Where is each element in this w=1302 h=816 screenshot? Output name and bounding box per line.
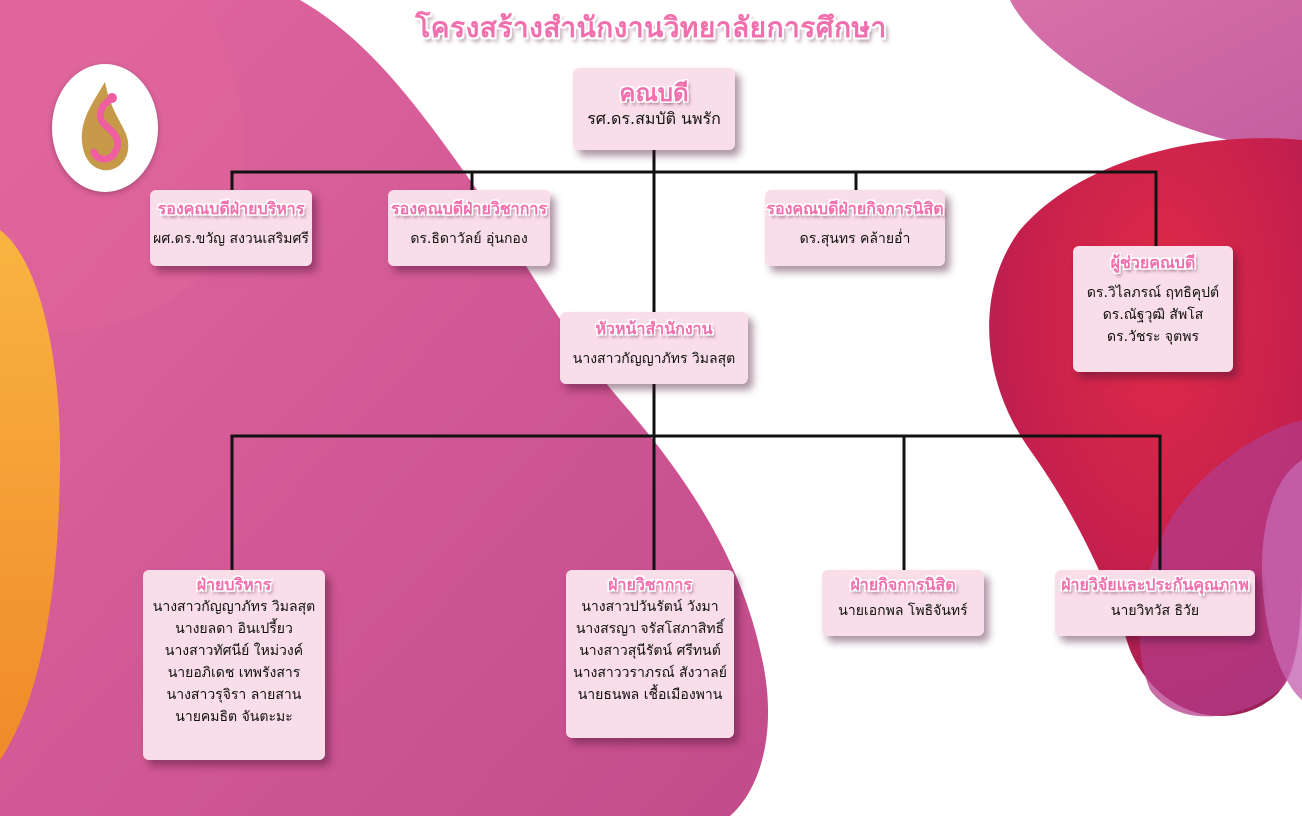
division-admin-box: ฝ่ายบริหาร นางสาวกัญญาภัทร วิมลสุต นางยล… [143, 570, 325, 760]
dean-name: รศ.ดร.สมบัติ นพรัก [587, 109, 721, 128]
staff-name: นางสรญา จรัสโสภาสิทธิ์ [575, 621, 725, 637]
assistant-dean-name: ดร.วัชระ จุตพร [1107, 329, 1199, 345]
dean-box: คณบดี รศ.ดร.สมบัติ นพรัก [573, 68, 735, 150]
division-title: ฝ่ายกิจการนิสิต [850, 575, 956, 594]
deputy-admin-box: รองคณบดีฝ่ายบริหาร ผศ.ดร.ขวัญ สงวนเสริมศ… [150, 190, 312, 266]
division-title: ฝ่ายวิชาการ [608, 575, 692, 594]
assistant-dean-name: ดร.วิไลภรณ์ ฤทธิคุปต์ [1086, 285, 1220, 301]
staff-name: นางสาวรุจิรา ลายสาน [166, 687, 302, 703]
assistant-dean-title: ผู้ช่วยคณบดี [1110, 253, 1196, 272]
division-student-affairs-box: ฝ่ายกิจการนิสิต นายเอกพล โพธิจันทร์ [822, 570, 984, 636]
deputy-name: ดร.สุนทร คล้ายอ่ำ [799, 231, 911, 247]
deputy-name: ดร.ธิดาวัลย์ อุ่นกอง [410, 231, 528, 247]
deputy-title: รองคณบดีฝ่ายกิจการนิสิต [766, 199, 944, 218]
staff-name: นางสาวสุนีรัตน์ ศรีทนต์ [579, 643, 721, 659]
staff-name: นายธนพล เชื้อเมืองพาน [577, 687, 723, 703]
staff-name: นางสาวกัญญาภัทร วิมลสุต [152, 599, 316, 615]
division-title: ฝ่ายบริหาร [196, 575, 272, 594]
staff-name: นางสาวทัศนีย์ ใหม่วงค์ [164, 643, 304, 659]
division-academic-box: ฝ่ายวิชาการ นางสาวปวันรัตน์ วังมา นางสรญ… [566, 570, 734, 738]
division-title: ฝ่ายวิจัยและประกันคุณภาพ [1061, 575, 1249, 594]
office-head-name: นางสาวกัญญาภัทร วิมลสุต [572, 351, 736, 367]
assistant-dean-box: ผู้ช่วยคณบดี ดร.วิไลภรณ์ ฤทธิคุปต์ ดร.ณั… [1073, 246, 1233, 372]
dean-title: คณบดี [619, 79, 689, 107]
office-head-box: หัวหน้าสำนักงาน นางสาวกัญญาภัทร วิมลสุต [560, 312, 748, 384]
chart-title: โครงสร้างสำนักงานวิทยาลัยการศึกษา [415, 11, 887, 44]
staff-name: นายอภิเดช เทพรังสาร [167, 665, 301, 681]
staff-name: นายวิทวัส ธิวัย [1110, 603, 1200, 619]
staff-name: นายเอกพล โพธิจันทร์ [838, 603, 968, 619]
college-logo [52, 64, 158, 192]
deputy-name: ผศ.ดร.ขวัญ สงวนเสริมศรี [153, 231, 309, 247]
deputy-student-affairs-box: รองคณบดีฝ่ายกิจการนิสิต ดร.สุนทร คล้ายอ่… [765, 190, 945, 266]
deputy-title: รองคณบดีฝ่ายบริหาร [157, 199, 305, 218]
deputy-academic-box: รองคณบดีฝ่ายวิชาการ ดร.ธิดาวัลย์ อุ่นกอง [388, 190, 550, 266]
staff-name: นายคมธิต จันตะมะ [175, 709, 293, 725]
deputy-title: รองคณบดีฝ่ายวิชาการ [391, 199, 547, 218]
college-logo-icon [81, 82, 129, 171]
staff-name: นางสาวปวันรัตน์ วังมา [581, 599, 719, 615]
assistant-dean-name: ดร.ณัฐวุฒิ สัพโส [1102, 307, 1204, 323]
office-head-title: หัวหน้าสำนักงาน [595, 319, 713, 338]
staff-name: นางสาววราภรณ์ สังวาลย์ [573, 665, 727, 681]
division-research-qa-box: ฝ่ายวิจัยและประกันคุณภาพ นายวิทวัส ธิวัย [1055, 570, 1255, 636]
staff-name: นางยลดา อินเปรี้ยว [175, 621, 293, 637]
